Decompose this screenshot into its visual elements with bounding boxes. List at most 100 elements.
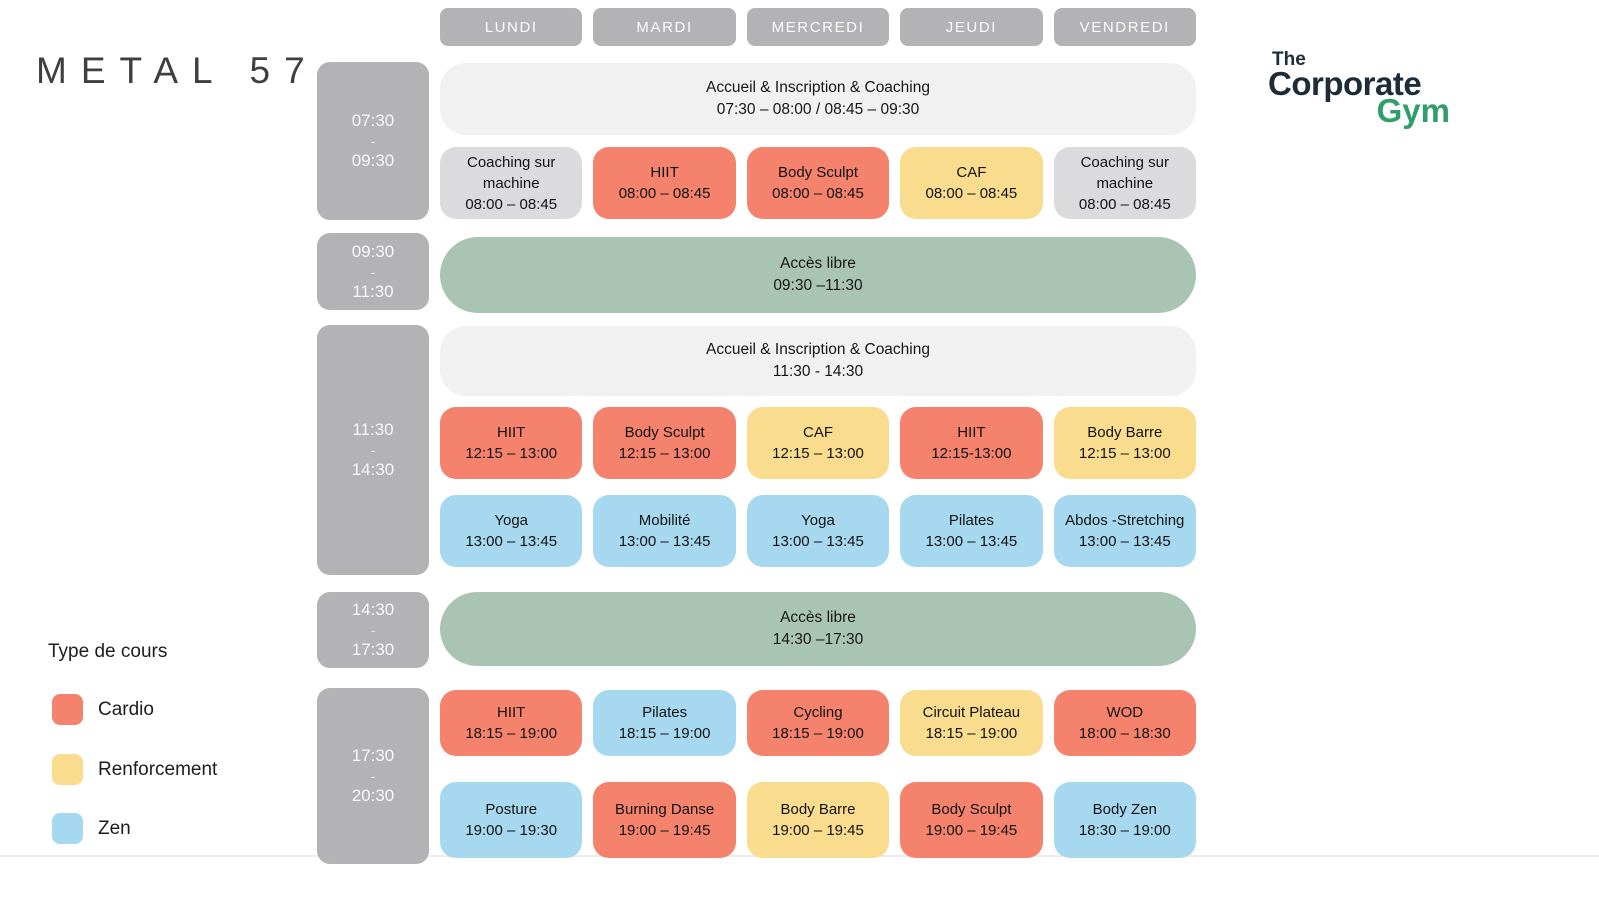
day-header-lundi: LUNDI — [440, 8, 583, 46]
banner-time: 14:30 –17:30 — [772, 631, 864, 648]
legend-label: Cardio — [98, 698, 154, 720]
class-block: CAF 08:00 – 08:45 — [900, 147, 1043, 219]
class-name: HIIT — [497, 424, 526, 441]
class-time: 18:15 – 19:00 — [465, 725, 558, 742]
time-start: 11:30 — [352, 420, 394, 439]
schedule-row-1815: HIIT 18:15 – 19:00 Pilates 18:15 – 19:00… — [440, 690, 1196, 756]
legend-item-zen: Zen — [52, 813, 131, 844]
class-block: Body Sculpt 08:00 – 08:45 — [746, 147, 890, 219]
corporate-gym-logo-gym: Gym — [1376, 92, 1450, 129]
time-end: 14:30 — [351, 460, 395, 479]
class-time: 08:00 – 08:45 — [772, 185, 864, 202]
time-end: 09:30 — [351, 151, 395, 170]
legend-label: Zen — [98, 817, 131, 839]
legend-item-renforcement: Renforcement — [52, 754, 217, 785]
legend-swatch-cardio — [52, 694, 83, 725]
class-time: 13:00 – 13:45 — [465, 533, 558, 550]
legend-swatch-zen — [52, 813, 83, 844]
legend-swatch-renforcement — [52, 754, 83, 785]
class-time: 08:00 – 08:45 — [465, 195, 558, 213]
class-name: Body Zen — [1092, 801, 1157, 818]
class-time: 08:00 – 08:45 — [925, 185, 1018, 202]
class-block: Pilates 13:00 – 13:45 — [900, 495, 1043, 567]
class-time: 18:15 – 19:00 — [772, 725, 864, 742]
class-time: 19:00 – 19:30 — [465, 822, 558, 839]
class-time: 18:15 – 19:00 — [618, 725, 711, 742]
banner-title: Accueil & Inscription & Coaching — [705, 79, 930, 96]
class-time: 19:00 – 19:45 — [772, 822, 864, 839]
class-name: Mobilité — [638, 512, 691, 529]
time-start: 14:30 — [351, 600, 395, 619]
banner-title: Accès libre — [780, 609, 856, 626]
time-end: 17:30 — [351, 640, 395, 659]
time-end: 20:30 — [351, 786, 395, 805]
banner-time: 07:30 – 08:00 / 08:45 – 09:30 — [716, 101, 920, 118]
time-slot-1730-2030: 17:30 - 20:30 — [317, 688, 429, 864]
metal57-logo: METAL 57 — [36, 50, 319, 91]
time-separator: - — [370, 133, 376, 149]
class-name: Pilates — [948, 512, 994, 529]
class-name: Body Barre — [780, 801, 856, 818]
class-name: HIIT — [957, 424, 986, 441]
class-block: CAF 12:15 – 13:00 — [746, 407, 890, 479]
class-time: 13:00 – 13:45 — [925, 533, 1018, 550]
corporate-gym-logo: The Corporate Gym — [1268, 49, 1452, 129]
class-block: Burning Danse 19:00 – 19:45 — [593, 782, 736, 858]
class-name: Coaching sur machine — [467, 153, 556, 192]
day-header-mercredi: MERCREDI — [746, 8, 890, 46]
class-name: Burning Danse — [614, 801, 715, 818]
class-name: Body Sculpt — [931, 801, 1012, 818]
time-start: 07:30 — [351, 111, 395, 130]
class-time: 13:00 – 13:45 — [618, 533, 711, 550]
class-name: Pilates — [642, 704, 688, 721]
class-block: Body Barre 19:00 – 19:45 — [746, 782, 890, 858]
class-block: Coaching sur machine 08:00 – 08:45 — [440, 147, 583, 219]
schedule-row-1215: HIIT 12:15 – 13:00 Body Sculpt 12:15 – 1… — [440, 407, 1196, 479]
class-block: Abdos -Stretching 13:00 – 13:45 — [1053, 495, 1196, 567]
class-block: WOD 18:00 – 18:30 — [1053, 690, 1196, 756]
class-time: 18:00 – 18:30 — [1078, 725, 1171, 742]
class-time: 12:15 – 13:00 — [618, 445, 711, 462]
banner-title: Accès libre — [780, 255, 856, 272]
class-block: Body Sculpt 12:15 – 13:00 — [593, 407, 736, 479]
banner-time: 09:30 –11:30 — [773, 277, 863, 294]
time-separator: - — [370, 263, 376, 280]
class-block: Body Barre 12:15 – 13:00 — [1053, 407, 1196, 479]
class-name: Yoga — [494, 512, 529, 529]
class-time: 13:00 – 13:45 — [772, 533, 864, 550]
time-separator: - — [370, 768, 376, 784]
day-header-row: LUNDI MARDI MERCREDI JEUDI VENDREDI — [440, 8, 1196, 46]
class-name: Cycling — [793, 704, 843, 721]
class-name: Abdos -Stretching — [1065, 512, 1185, 529]
time-slot-1130-1430: 11:30 - 14:30 — [317, 325, 429, 575]
corporate-gym-logo-corporate: Corporate — [1268, 65, 1422, 102]
day-header-jeudi: JEUDI — [900, 8, 1043, 46]
class-time: 12:15-13:00 — [931, 445, 1012, 462]
class-name: Yoga — [801, 512, 835, 529]
time-separator: - — [370, 622, 376, 638]
class-time: 12:15 – 13:00 — [1078, 445, 1171, 462]
legend-title: Type de cours — [48, 641, 168, 662]
banner-acces-libre-afternoon: Accès libre 14:30 –17:30 — [440, 592, 1196, 666]
class-block: Body Zen 18:30 – 19:00 — [1053, 782, 1196, 858]
class-block: Body Sculpt 19:00 – 19:45 — [900, 782, 1043, 858]
class-time: 12:15 – 13:00 — [772, 445, 864, 462]
schedule-row-1900: Posture 19:00 – 19:30 Burning Danse 19:0… — [440, 782, 1196, 858]
class-time: 12:15 – 13:00 — [465, 445, 558, 462]
time-slot-1430-1730: 14:30 - 17:30 — [317, 592, 429, 668]
class-name: CAF — [956, 164, 987, 181]
class-name: WOD — [1106, 704, 1144, 721]
class-name: Body Barre — [1087, 424, 1163, 441]
banner-accueil-midday: Accueil & Inscription & Coaching 11:30 -… — [440, 326, 1196, 396]
class-time: 08:00 – 08:45 — [1078, 195, 1171, 213]
banner-acces-libre-morning: Accès libre 09:30 –11:30 — [440, 237, 1196, 313]
corporate-gym-logo-the: The — [1272, 49, 1306, 70]
class-time: 19:00 – 19:45 — [618, 822, 711, 839]
class-name: HIIT — [497, 704, 526, 721]
time-start: 17:30 — [351, 746, 395, 765]
class-time: 08:00 – 08:45 — [618, 185, 711, 202]
class-name: Posture — [485, 801, 538, 818]
class-time: 18:30 – 19:00 — [1078, 822, 1171, 839]
time-end: 11:30 — [352, 281, 394, 301]
